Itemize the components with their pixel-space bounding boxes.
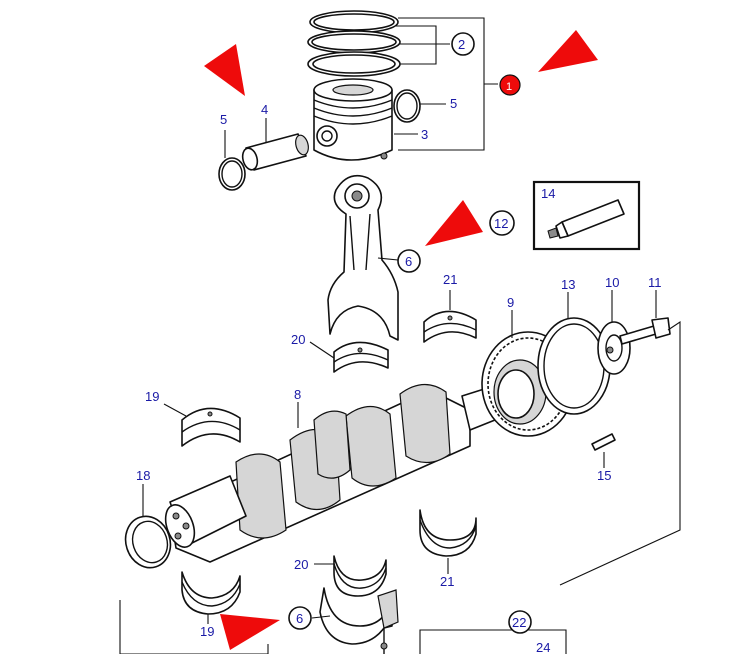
- circlip-right: [393, 89, 421, 123]
- crankshaft: [164, 383, 511, 563]
- callout-6b: 6: [296, 611, 303, 626]
- callout-21b: 21: [440, 574, 454, 589]
- callout-4: 4: [261, 102, 268, 117]
- piston-rings: [307, 10, 401, 77]
- callout-15: 15: [597, 468, 611, 483]
- leader-19a: [163, 403, 187, 417]
- callout-24: 24: [536, 640, 550, 654]
- thrust-shell-19-lower: [181, 571, 241, 615]
- red-arrow-middle: [425, 200, 483, 246]
- callout-6a: 6: [405, 254, 412, 269]
- leader-20a: [309, 341, 335, 359]
- connecting-rod: [327, 174, 399, 341]
- red-arrow-top-left: [204, 44, 245, 96]
- red-arrow-top-right: [538, 30, 598, 72]
- callout-19b: 19: [200, 624, 214, 639]
- callout-2: 2: [458, 37, 465, 52]
- callout-10: 10: [605, 275, 619, 290]
- bolt-11: [619, 317, 671, 345]
- piston: [313, 78, 393, 161]
- red-arrow-bottom: [220, 614, 280, 650]
- callout-5b: 5: [450, 96, 457, 111]
- bearing-shell-20-upper: [333, 341, 389, 373]
- connecting-rod-cap: [319, 587, 399, 654]
- callout-11: 11: [648, 275, 662, 290]
- washer-10: [597, 321, 631, 375]
- frame-bottom-right: [419, 629, 567, 654]
- thrust-shell-19-upper: [181, 407, 241, 447]
- callout-circle-6a: [397, 249, 421, 273]
- bracket-1: [398, 17, 498, 151]
- callout-dot-1: [499, 74, 521, 96]
- callout-21a: 21: [443, 272, 457, 287]
- callout-22: 22: [512, 615, 526, 630]
- callout-19a: 19: [145, 389, 159, 404]
- seal-ring-18: [124, 515, 172, 569]
- callout-12: 12: [494, 216, 508, 231]
- piston-pin: [241, 133, 309, 171]
- callout-1: 1: [506, 81, 512, 93]
- callout-9: 9: [507, 295, 514, 310]
- leader-2: [396, 25, 450, 65]
- callout-3: 3: [421, 127, 428, 142]
- callout-14: 14: [541, 186, 555, 201]
- callout-circle-6b: [288, 606, 312, 630]
- frame-left: [119, 600, 269, 654]
- callout-20b: 20: [294, 557, 308, 572]
- callout-13: 13: [561, 277, 575, 292]
- callout-circle-22: [508, 610, 532, 634]
- seal-13: [537, 317, 611, 415]
- circlip-left: [218, 157, 246, 191]
- dowel-pin-15: [591, 433, 616, 451]
- bearing-shell-21-upper: [423, 310, 477, 343]
- callout-5a: 5: [220, 112, 227, 127]
- callout-circle-12: [489, 210, 515, 236]
- leader-6a: [377, 257, 399, 261]
- bracket-right: [559, 320, 681, 586]
- sealant-tube: [547, 199, 625, 239]
- callout-20a: 20: [291, 332, 305, 347]
- callout-8: 8: [294, 387, 301, 402]
- leader-6b: [311, 615, 331, 619]
- bearing-shell-20-lower: [333, 555, 387, 597]
- callout-18: 18: [136, 468, 150, 483]
- bearing-shell-21-lower: [419, 509, 477, 557]
- callout-circle-2: [451, 32, 475, 56]
